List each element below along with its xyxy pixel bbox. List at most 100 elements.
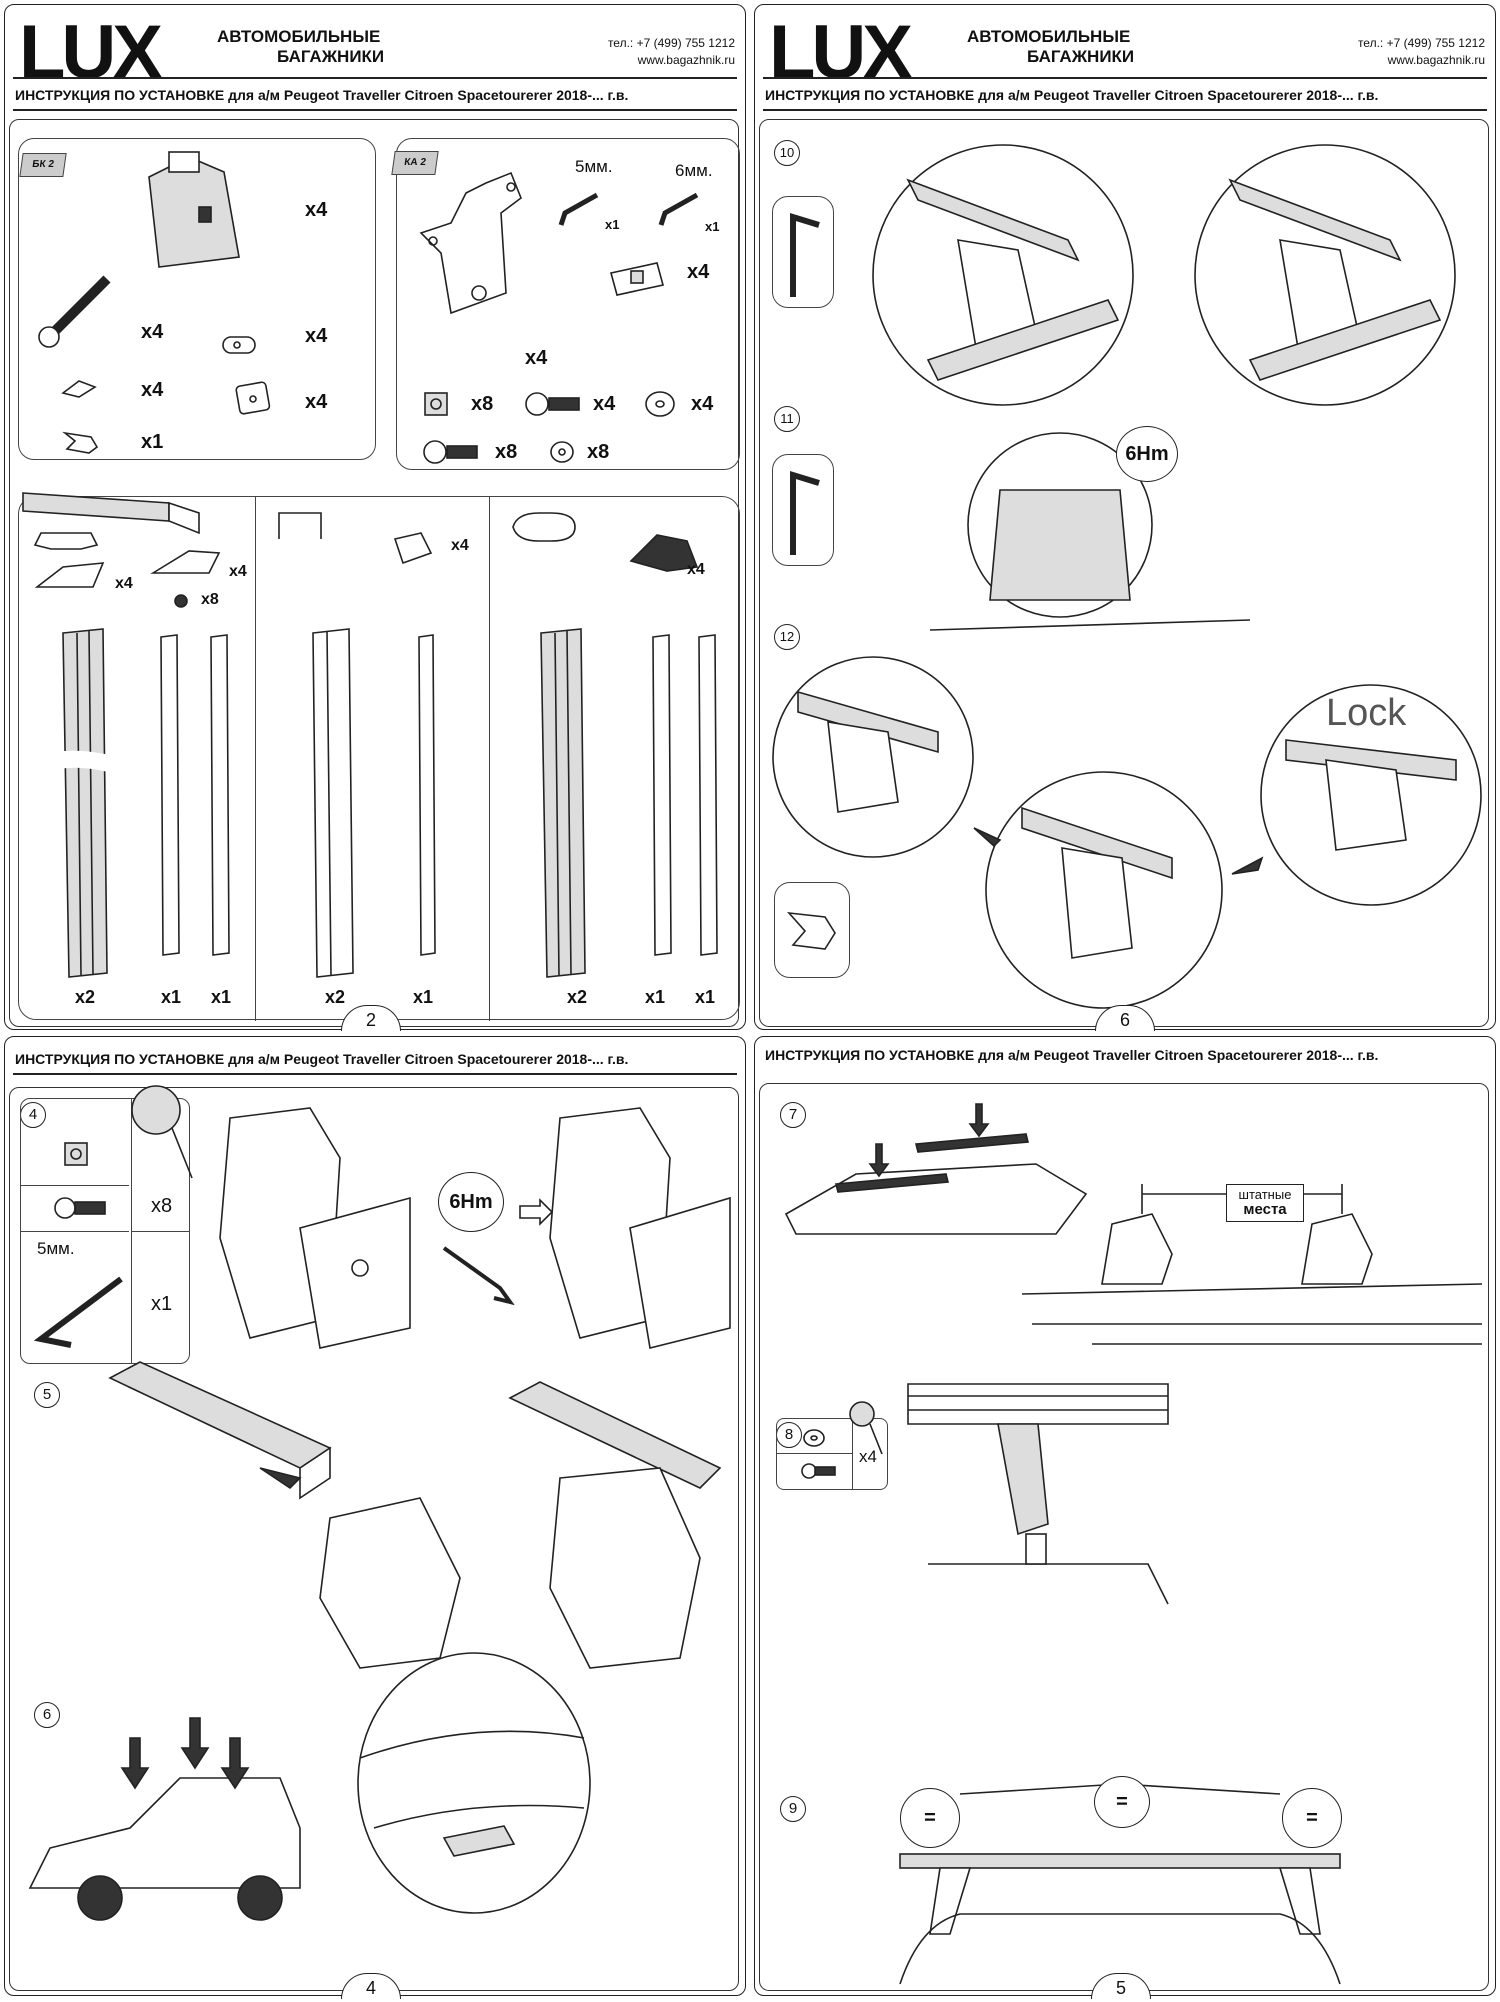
lux-logo: LUX	[19, 10, 163, 95]
bolt-icon	[801, 1463, 836, 1479]
square-nut-icon	[424, 392, 448, 416]
steps-content-panel: 10 11 6Hm 12 Lock	[759, 119, 1489, 1027]
hex-5mm-label: 5мм.	[575, 157, 613, 176]
step-12: 12	[774, 624, 800, 650]
step-6: 6	[34, 1702, 60, 1728]
qty-nut-bolt: x8	[151, 1195, 173, 1217]
end-cap-3-icon	[393, 532, 433, 565]
end-cap-1-icon	[34, 562, 105, 588]
bar-profile-2-icon	[278, 512, 322, 539]
step11-detail	[929, 432, 1251, 631]
qty-strip1b: x1	[211, 987, 232, 1007]
arrow-icon	[973, 827, 1002, 848]
bar-profile-1-icon	[33, 532, 99, 550]
bolt-icon	[423, 440, 478, 464]
lux-logo: LUX	[769, 10, 913, 95]
step7-feet-on-roof	[1021, 1184, 1483, 1345]
kit-tag-bk2: БК 2	[19, 153, 67, 177]
qty-cap2: x4	[451, 537, 469, 554]
step5-bar-assembled	[508, 1381, 722, 1669]
qty-bar3: x2	[567, 987, 588, 1007]
qty-bolt8: x8	[495, 441, 518, 463]
bracket-illustration	[419, 171, 522, 315]
qty-foot: x4	[305, 199, 328, 221]
qty-step8: x4	[859, 1447, 877, 1466]
qty-plate: x4	[305, 391, 328, 413]
step-9: 9	[780, 1796, 806, 1822]
hex-5mm-label: 5мм.	[37, 1239, 75, 1258]
hex-key-icon	[790, 212, 820, 297]
key-tool-icon	[62, 431, 99, 454]
magnifier-icon	[849, 1401, 883, 1455]
step10-detail-left	[872, 144, 1134, 406]
qty-screw1: x8	[201, 591, 219, 608]
page-number: 6	[1095, 1005, 1155, 1031]
long-bolt-icon	[38, 275, 111, 348]
qty-strip2: x1	[413, 987, 434, 1007]
washer-icon	[803, 1429, 825, 1447]
qty-bolt: x4	[141, 321, 164, 343]
hex-key-icon	[790, 470, 820, 555]
step-11: 11	[774, 406, 800, 432]
hex-key-icon	[442, 1246, 515, 1306]
qty-hex5: x1	[605, 217, 620, 232]
hex-key-icon	[33, 1276, 123, 1348]
qty-clamp: x4	[687, 261, 710, 283]
lock-label: Lock	[1326, 692, 1407, 734]
hex-6mm-label: 6мм.	[675, 161, 713, 180]
page-title: ИНСТРУКЦИЯ ПО УСТАНОВКЕ для а/м Peugeot …	[15, 87, 629, 103]
bar-header-illustration	[22, 492, 200, 535]
qty-wash8: x8	[587, 441, 610, 463]
hex-key-6-icon	[658, 192, 699, 226]
bars-box: x4 x4 x8 x2 x1 x1 x4 x2 x1	[18, 492, 740, 1021]
qty-key: x1	[141, 431, 164, 453]
hex-key-5-icon	[558, 192, 599, 226]
qty-cap3: x4	[687, 561, 705, 578]
step6-car-illustration	[28, 1717, 301, 1921]
qty-hex: x1	[151, 1293, 173, 1315]
parts-content-panel: БК 2 x4 x4 x4 x4 x4 x1 КА 2 x4 5м	[9, 119, 740, 1027]
steps-content-panel: 4 x8 5мм. x1 6Hm 5 6	[9, 1085, 739, 1991]
equal-badge-left: =	[900, 1788, 960, 1848]
bar-profile-3-icon	[512, 512, 576, 542]
hex-key-box-2	[772, 454, 834, 566]
barrel-nut-icon	[222, 336, 256, 354]
equal-badge-right: =	[1282, 1788, 1342, 1848]
page-title: ИНСТРУКЦИЯ ПО УСТАНОВКЕ для а/м Peugeot …	[765, 87, 1379, 103]
square-nut-icon	[64, 1142, 88, 1166]
step7-car-roof	[784, 1103, 1088, 1235]
bar-3-illustration	[540, 628, 718, 978]
washer-icon	[645, 391, 675, 417]
bar-2-illustration	[312, 628, 436, 978]
qty-strip1a: x1	[161, 987, 182, 1007]
screw-icon	[174, 594, 188, 608]
adapter-kit-box: КА 2 x4 5мм. 6мм. x1 x1 x4 x8 x4 x4 x8 x…	[391, 138, 740, 470]
step5-bar-insert	[108, 1361, 461, 1669]
torque-6hm-badge: 6Hm	[1116, 426, 1178, 482]
step12-detail-b	[985, 771, 1223, 1009]
socket-bolt-icon	[525, 392, 580, 416]
key-tool-icon	[787, 911, 836, 950]
qty-bracket: x4	[525, 347, 548, 369]
step8-parts-box: x4	[776, 1418, 888, 1490]
step6-roof-detail	[357, 1652, 591, 1914]
step4-foot-with-bracket	[219, 1107, 411, 1349]
torque-6hm-badge: 6Hm	[438, 1172, 504, 1232]
qty-washer: x4	[691, 393, 714, 415]
equal-badge-center: =	[1094, 1776, 1150, 1828]
page-5: ИНСТРУКЦИЯ ПО УСТАНОВКЕ для а/м Peugeot …	[754, 1036, 1496, 1999]
plate-icon	[235, 381, 271, 415]
qty-nut: x4	[305, 325, 328, 347]
qty-cap1: x4	[229, 563, 247, 580]
clamp-plate-icon	[610, 262, 664, 296]
page-title: ИНСТРУКЦИЯ ПО УСТАНОВКЕ для а/м Peugeot …	[15, 1051, 629, 1067]
qty-pad: x4	[141, 379, 164, 401]
pad-icon	[61, 380, 97, 398]
